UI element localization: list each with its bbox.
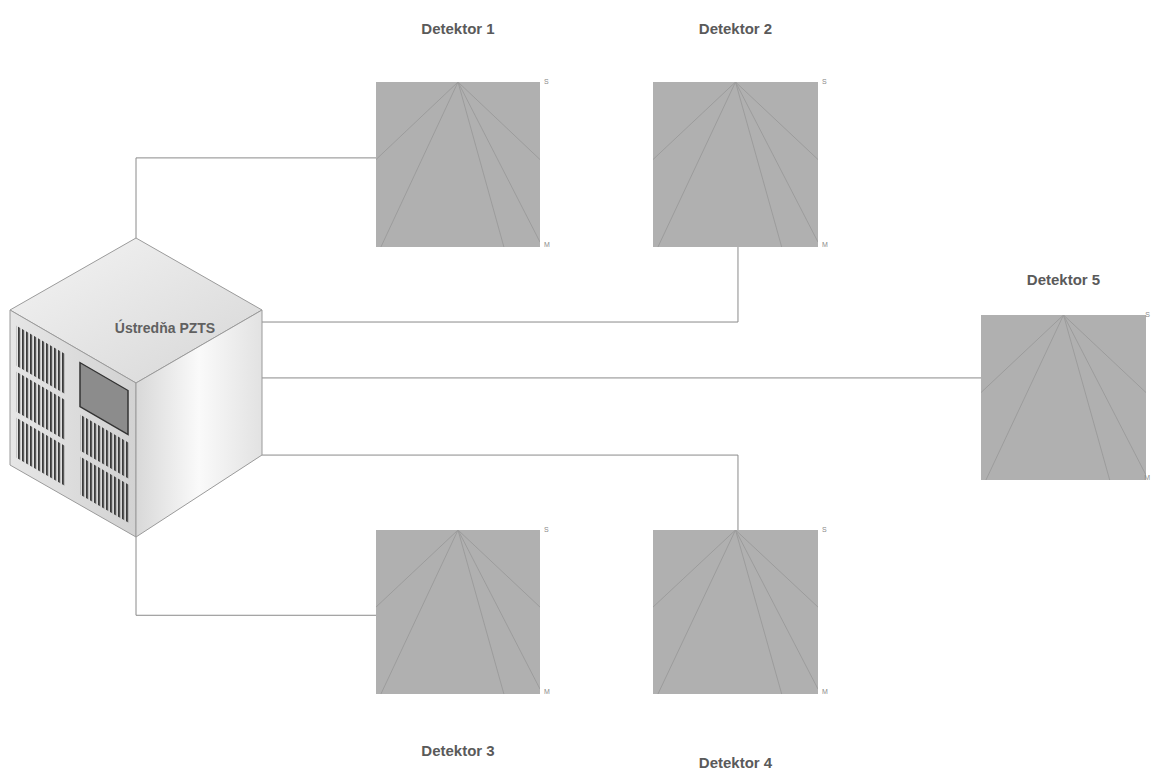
detector-box: Detektor 5	[981, 315, 1146, 480]
detector-box: Detektor 4	[653, 530, 818, 694]
terminal-letter: M	[544, 241, 550, 249]
detector-fan-lines	[376, 82, 540, 247]
terminal-letter: S	[544, 526, 549, 534]
terminal-letter: S	[544, 78, 549, 86]
detector-heading: Detektor 5	[1027, 271, 1100, 288]
terminal-letter: M	[822, 688, 828, 696]
detector-box: Detektor 2	[653, 82, 818, 247]
cable-connector	[136, 537, 376, 615]
cable-connector	[262, 455, 738, 530]
control-panel-node: Ústredňa PZTS	[10, 238, 262, 537]
detector-box: Detektor 1	[376, 82, 540, 247]
detector-fan-lines	[376, 530, 540, 694]
detector-fan-lines	[653, 530, 818, 694]
panel-title: Ústredňa PZTS	[115, 320, 215, 336]
detector-fan-lines	[653, 82, 818, 247]
cable-connector	[136, 158, 376, 238]
cable-connector	[262, 377, 981, 378]
detector-box: Detektor 3	[376, 530, 540, 694]
terminal-letter: S	[822, 526, 827, 534]
detector-heading: Detektor 2	[699, 20, 772, 37]
detector-heading: Detektor 4	[699, 754, 772, 771]
terminal-letter: M	[822, 241, 828, 249]
terminal-letter: S	[822, 78, 827, 86]
detector-heading: Detektor 1	[421, 20, 494, 37]
terminal-letter: M	[544, 688, 550, 696]
detector-fan-lines	[981, 315, 1146, 480]
terminal-letter: S	[1145, 311, 1150, 319]
cable-connector	[262, 247, 738, 322]
detector-heading: Detektor 3	[421, 742, 494, 759]
terminal-letter: M	[1144, 474, 1150, 482]
